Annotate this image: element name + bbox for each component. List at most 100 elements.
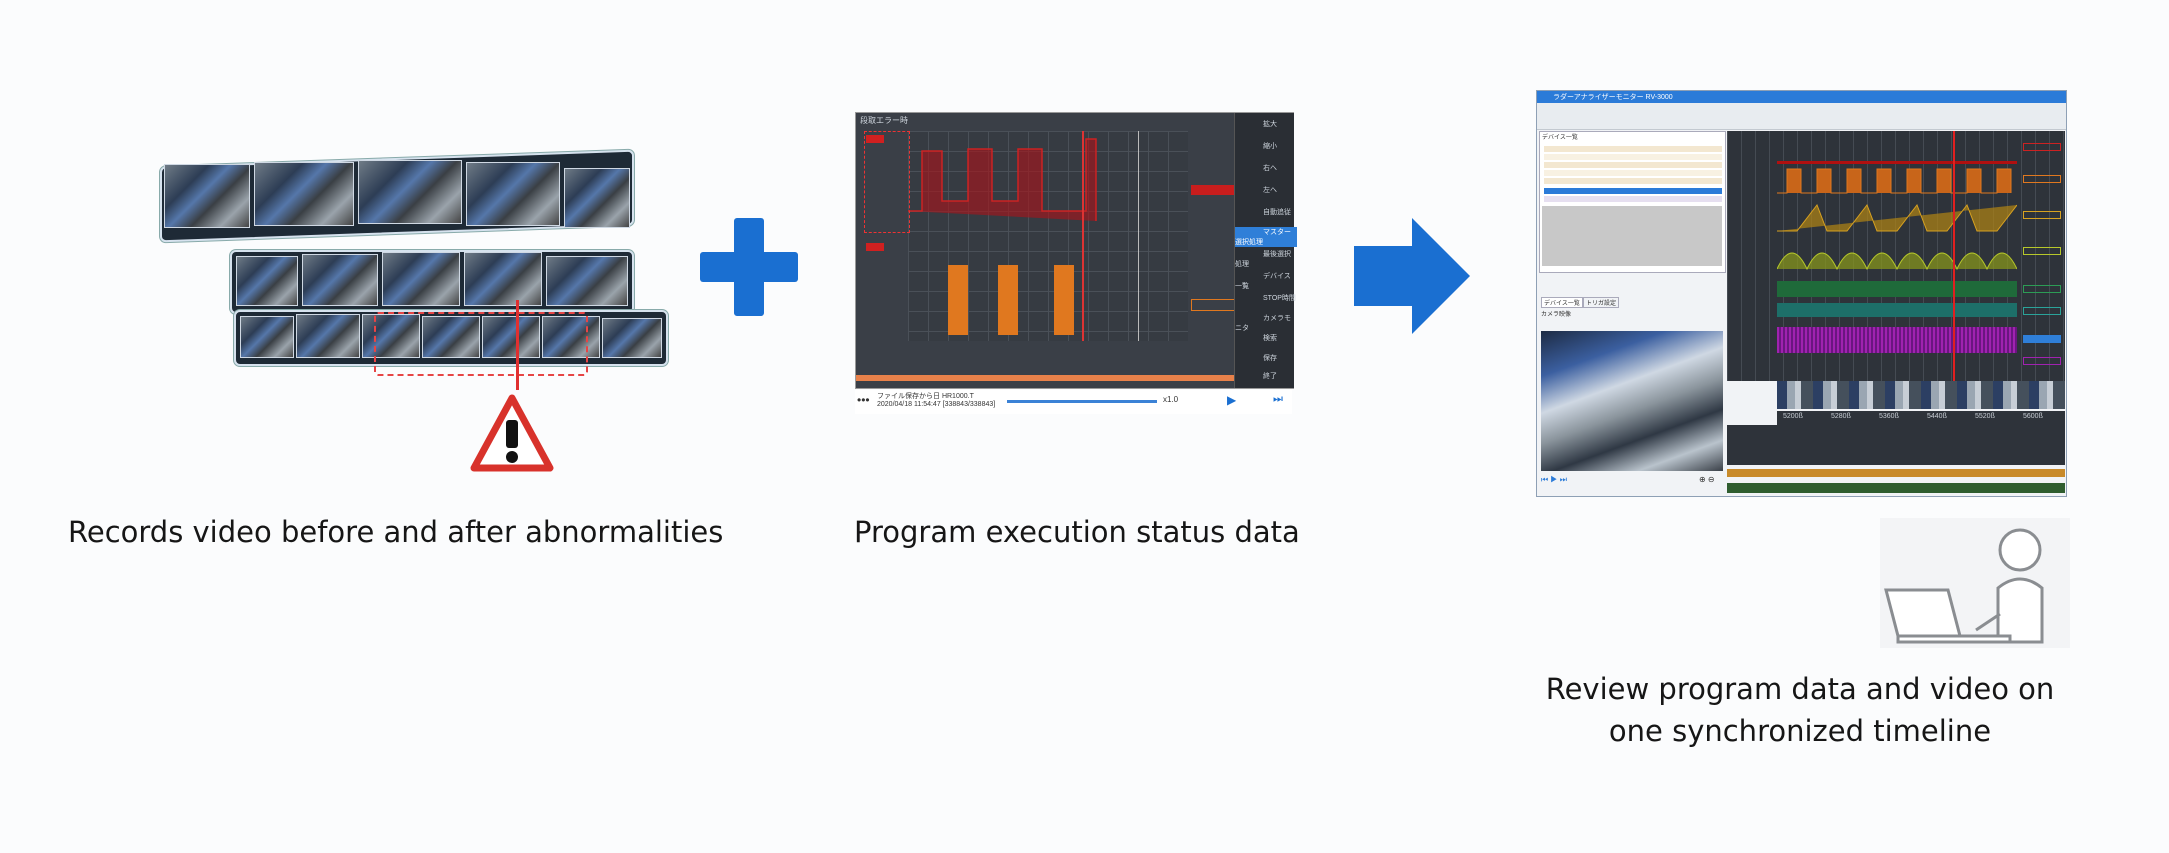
window-title: ラダーアナライザーモニター RV-3000 [1553,94,1673,101]
plus-icon [700,218,798,316]
tool-item[interactable]: 検索 [1263,335,1277,342]
channel-tag [2023,175,2061,183]
tool-item[interactable]: 縮小 [1263,143,1277,150]
waveform-green [1777,281,2017,297]
waveform-magenta [1777,327,2017,353]
program-status-screen: 段取エラー時 拡大 縮小 右へ 左へ 自動追従 マスター選択処理 最後選択処理 … [855,112,1297,389]
warning-icon [470,394,554,472]
tab-trigger[interactable]: トリガ設定 [1583,297,1620,308]
abnormality-marker-line [516,300,519,390]
camera-video [1541,331,1723,471]
video-filmstrip [150,149,670,390]
video-frame [296,314,360,358]
waveform-teal [1777,303,2017,317]
playback-slider[interactable] [1007,400,1157,403]
video-thumbnail-strip [1777,381,2065,409]
tool-item[interactable]: 右へ [1263,165,1277,172]
window-titlebar: ラダーアナライザーモニター RV-3000 [1537,91,2066,103]
tool-item[interactable]: 保存 [1263,355,1277,362]
video-frame [542,316,600,358]
tool-item[interactable]: 左へ [1263,187,1277,194]
channel-tag [2023,211,2061,219]
orange-bar [948,265,968,335]
tool-item[interactable]: 最後選択処理 [1235,251,1291,268]
video-frame [302,254,378,306]
time-axis: 5200ß 5280ß 5360ß 5440ß 5520ß 5600ß [1777,411,2065,425]
device-row[interactable] [1544,162,1722,168]
playback-footer: ••• ファイル保存から日 HR1000.T 2020/04/18 11:54:… [855,390,1292,414]
video-frame [482,316,540,358]
video-frame [564,168,630,228]
timeline-scrollbar[interactable] [1727,469,2065,477]
tool-item[interactable]: カメラモニタ [1235,315,1291,332]
waveform-yellow [1777,252,2017,271]
device-row[interactable] [1544,196,1722,202]
tool-item[interactable]: 自動追従 [1263,209,1291,216]
menu-dots-icon[interactable]: ••• [857,393,870,407]
status-bar [1727,483,2065,493]
file-label: ファイル保存から日 HR1000.T [877,393,974,400]
zoom-icon[interactable]: ⊕ ⊖ [1699,475,1715,484]
video-frame [362,314,420,358]
cursor-line [1082,131,1084,341]
waveform-amber [1777,203,2017,232]
tool-item[interactable]: 終了 [1263,373,1277,380]
tool-panel: 拡大 縮小 右へ 左へ 自動追従 マスター選択処理 最後選択処理 デバイス一覧 … [1234,113,1297,388]
speed-label[interactable]: x1.0 [1163,395,1179,404]
video-frame [464,252,542,306]
cursor-line [1138,131,1139,341]
timeline-waveforms [1727,131,2065,381]
window-toolbar [1537,103,2066,130]
channel-tag [2023,335,2061,343]
caption-middle: Program execution status data [854,515,1300,549]
caption-right: Review program data and video on one syn… [1500,672,2100,748]
channel-tag [2023,247,2061,255]
orange-bar [998,265,1018,335]
video-frame [602,318,662,358]
tool-item[interactable]: デバイス一覧 [1235,273,1291,290]
video-frame [382,252,460,306]
caption-left: Records video before and after abnormali… [68,515,724,549]
timeline-bar[interactable] [856,375,1234,381]
video-frame [240,316,294,358]
device-row[interactable] [1544,178,1722,184]
orange-bar [1054,265,1074,335]
camera-label: カメラ映像 [1541,312,1572,318]
person-laptop-icon [1880,518,2070,648]
channel-tag [2023,357,2061,365]
waveform-orange [1777,168,2012,194]
video-frame [466,162,560,226]
video-frame [422,316,480,358]
video-frame [546,256,628,306]
device-list-empty [1542,206,1722,266]
red-arrow-marker [866,243,884,251]
abnormality-highlight [374,312,588,376]
channel-tag [2023,143,2061,151]
screen-title: 段取エラー時 [860,116,908,125]
device-row[interactable] [1544,170,1722,176]
channel-tag [2023,285,2061,293]
device-row-selected[interactable] [1544,188,1722,194]
camera-play-icon[interactable]: ⏮ ▶ ⏭ [1541,475,1567,484]
device-row[interactable] [1544,154,1722,160]
waveform-red [1777,141,2017,164]
skip-end-icon[interactable]: ⏭ [1273,393,1283,405]
video-frame [358,160,462,224]
caption-right-line1: Review program data and video on [1545,672,2055,706]
device-list-title: デバイス一覧 [1542,135,1578,141]
arrow-right-icon [1354,218,1470,334]
tool-item-active[interactable]: マスター選択処理 [1235,227,1297,247]
device-row[interactable] [1544,146,1722,152]
device-list-panel: デバイス一覧 [1539,131,1726,273]
analyzer-window: ラダーアナライザーモニター RV-3000 デバイス一覧 デバイス一覧 トリガ設… [1536,90,2067,497]
timeline-cursor[interactable] [1953,131,1955,381]
red-zone-overlay [864,131,910,233]
channel-tag [2023,307,2061,315]
tool-item[interactable]: STOP時間 [1263,295,1296,302]
red-waveform [908,138,1097,221]
video-frame [164,164,250,228]
tab-device-list[interactable]: デバイス一覧 [1541,297,1583,308]
video-frame [254,162,354,226]
tool-item[interactable]: 拡大 [1263,121,1277,128]
play-icon[interactable]: ▶ [1227,393,1237,407]
